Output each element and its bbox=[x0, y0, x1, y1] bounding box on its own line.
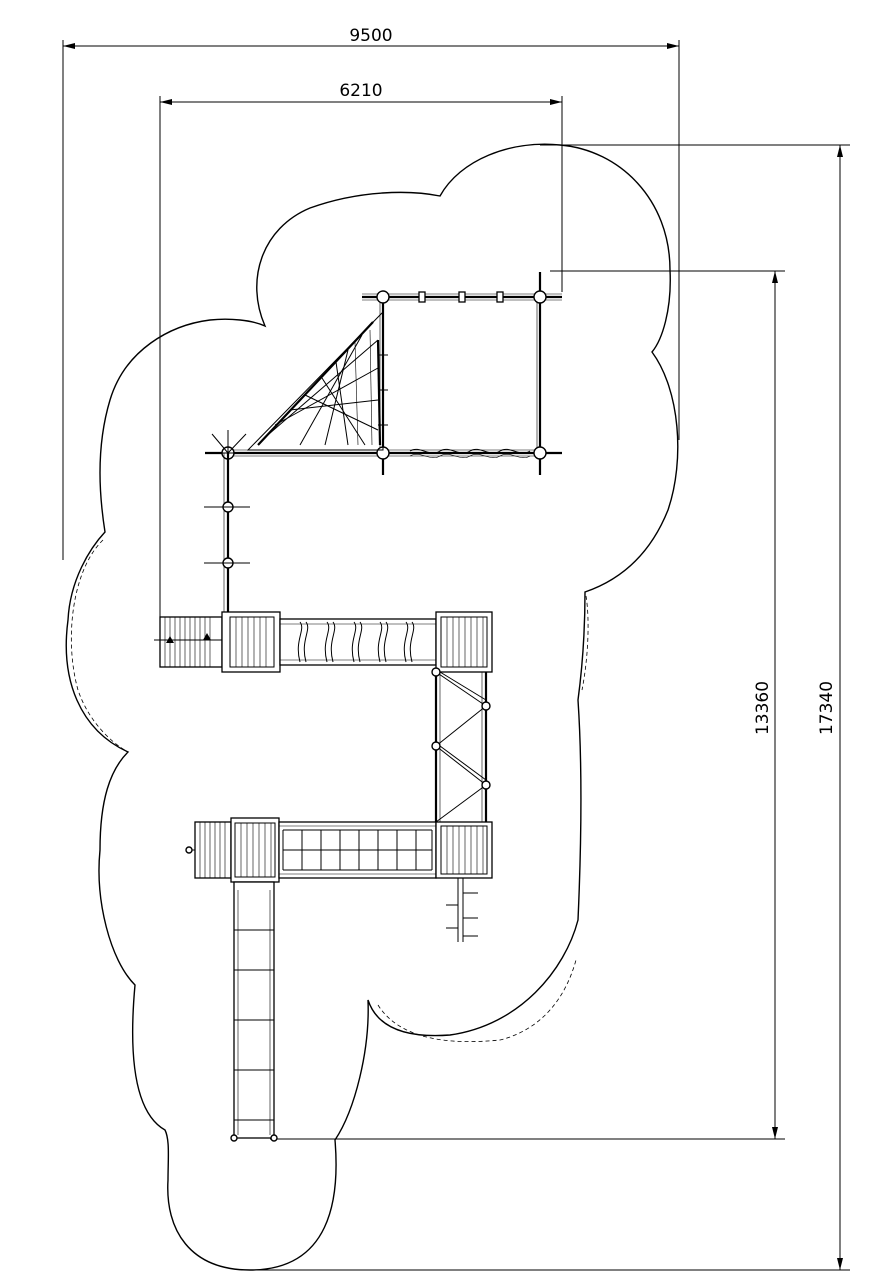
dim-9500-arrow-left bbox=[63, 43, 75, 49]
dim-total-width: 9500 bbox=[349, 26, 392, 46]
dim-6210-arrow-right bbox=[550, 99, 562, 105]
safety-zone-outline bbox=[65, 143, 679, 1271]
post-bottom-right bbox=[533, 446, 547, 460]
safety-zone-dashed-right bbox=[581, 595, 589, 691]
dim-total-length: 17340 bbox=[817, 681, 837, 735]
dim-13360-arrow-top bbox=[772, 271, 778, 283]
dim-structure-length: 13360 bbox=[753, 681, 773, 735]
safety-zone-dashed-bottom bbox=[377, 959, 577, 1042]
slide bbox=[230, 881, 278, 1142]
dim-6210-arrow-left bbox=[160, 99, 172, 105]
middle-platforms bbox=[154, 611, 493, 673]
dim-17340-arrow-bottom bbox=[837, 1258, 843, 1270]
dim-structure-width: 6210 bbox=[339, 81, 382, 101]
lower-platforms bbox=[185, 817, 493, 942]
post-top-middle bbox=[376, 290, 390, 304]
climbing-net bbox=[246, 310, 384, 451]
safety-zone-dashed-left bbox=[70, 539, 129, 753]
dim-17340-arrow-top bbox=[837, 145, 843, 157]
left-pole bbox=[204, 430, 250, 612]
vertical-truss bbox=[431, 667, 491, 823]
post-top-right bbox=[533, 290, 547, 304]
dim-9500-arrow-right bbox=[667, 43, 679, 49]
dim-13360-arrow-bottom bbox=[772, 1127, 778, 1139]
